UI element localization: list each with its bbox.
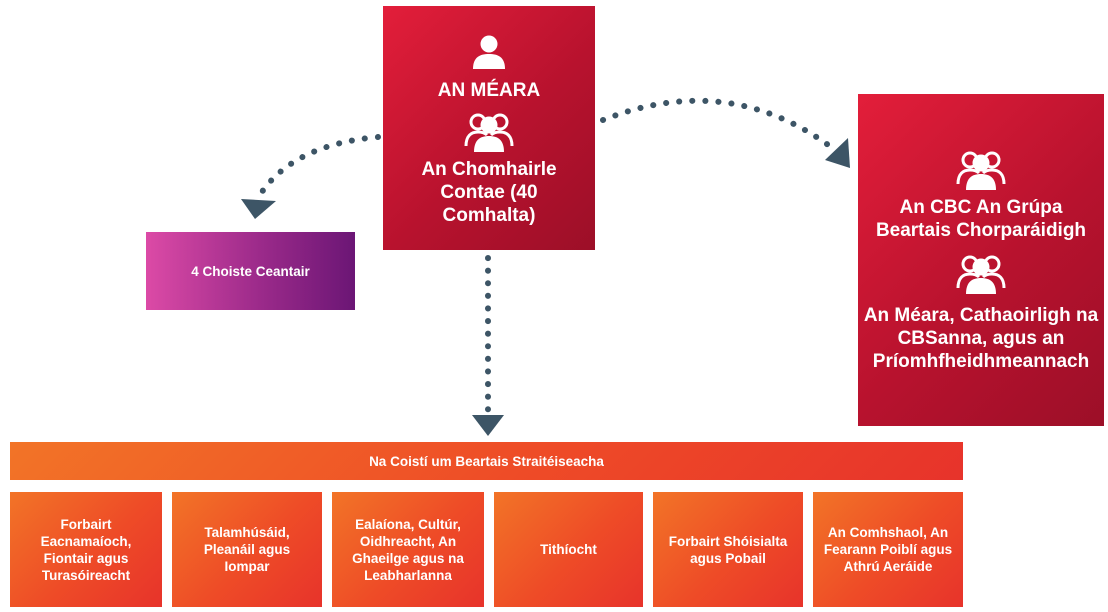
group-icon xyxy=(956,151,1006,190)
spc-item-label: An Comhshaol, An Fearann Poiblí agus Ath… xyxy=(823,525,953,574)
spc-header-bar: Na Coistí um Beartais Straitéiseacha xyxy=(10,442,963,480)
spc-item: An Comhshaol, An Fearann Poiblí agus Ath… xyxy=(813,492,963,607)
spc-item: Tithíocht xyxy=(494,492,643,607)
area-committees-box: 4 Choiste Ceantair xyxy=(146,232,355,310)
connector-to-area-committees xyxy=(255,134,381,201)
person-icon xyxy=(473,35,505,69)
mayor-council-box: AN MÉARA An Chomhairle Contae (40 Comhal… xyxy=(383,6,595,250)
council-label: An Chomhairle Contae (40 Comhalta) xyxy=(421,159,557,226)
spc-item: Ealaíona, Cultúr, Oidhreacht, An Ghaeilg… xyxy=(332,492,484,607)
spc-item-label: Talamhúsáid, Pleanáil agus Iompar xyxy=(203,525,291,574)
cpg-box: An CBC An Grúpa Beartais Chorparáidigh A… xyxy=(858,94,1104,426)
mayor-title: AN MÉARA xyxy=(437,80,541,101)
arrowhead-cpg xyxy=(825,138,850,168)
area-committees-label: 4 Choiste Ceantair xyxy=(191,263,310,279)
spc-item-label: Tithíocht xyxy=(540,542,597,557)
cpg-title: An CBC An Grúpa Beartais Chorparáidigh xyxy=(875,196,1087,241)
cpg-members: An Méara, Cathaoirligh na CBSanna, agus … xyxy=(863,304,1099,372)
arrowhead-spc xyxy=(472,415,504,436)
spc-item: Forbairt Eacnamaíoch, Fiontair agus Tura… xyxy=(10,492,162,607)
spc-header-label: Na Coistí um Beartais Straitéiseacha xyxy=(369,453,604,469)
group-icon xyxy=(464,113,514,152)
spc-item-label: Forbairt Eacnamaíoch, Fiontair agus Tura… xyxy=(40,516,132,583)
spc-item: Talamhúsáid, Pleanáil agus Iompar xyxy=(172,492,322,607)
arrowhead-area-committees xyxy=(241,199,276,219)
spc-item-label: Forbairt Shóisialta agus Pobail xyxy=(668,533,788,566)
connector-to-cpg xyxy=(600,97,838,153)
spc-item-label: Ealaíona, Cultúr, Oidhreacht, An Ghaeilg… xyxy=(352,516,464,583)
spc-item: Forbairt Shóisialta agus Pobail xyxy=(653,492,803,607)
group-icon xyxy=(956,255,1006,294)
